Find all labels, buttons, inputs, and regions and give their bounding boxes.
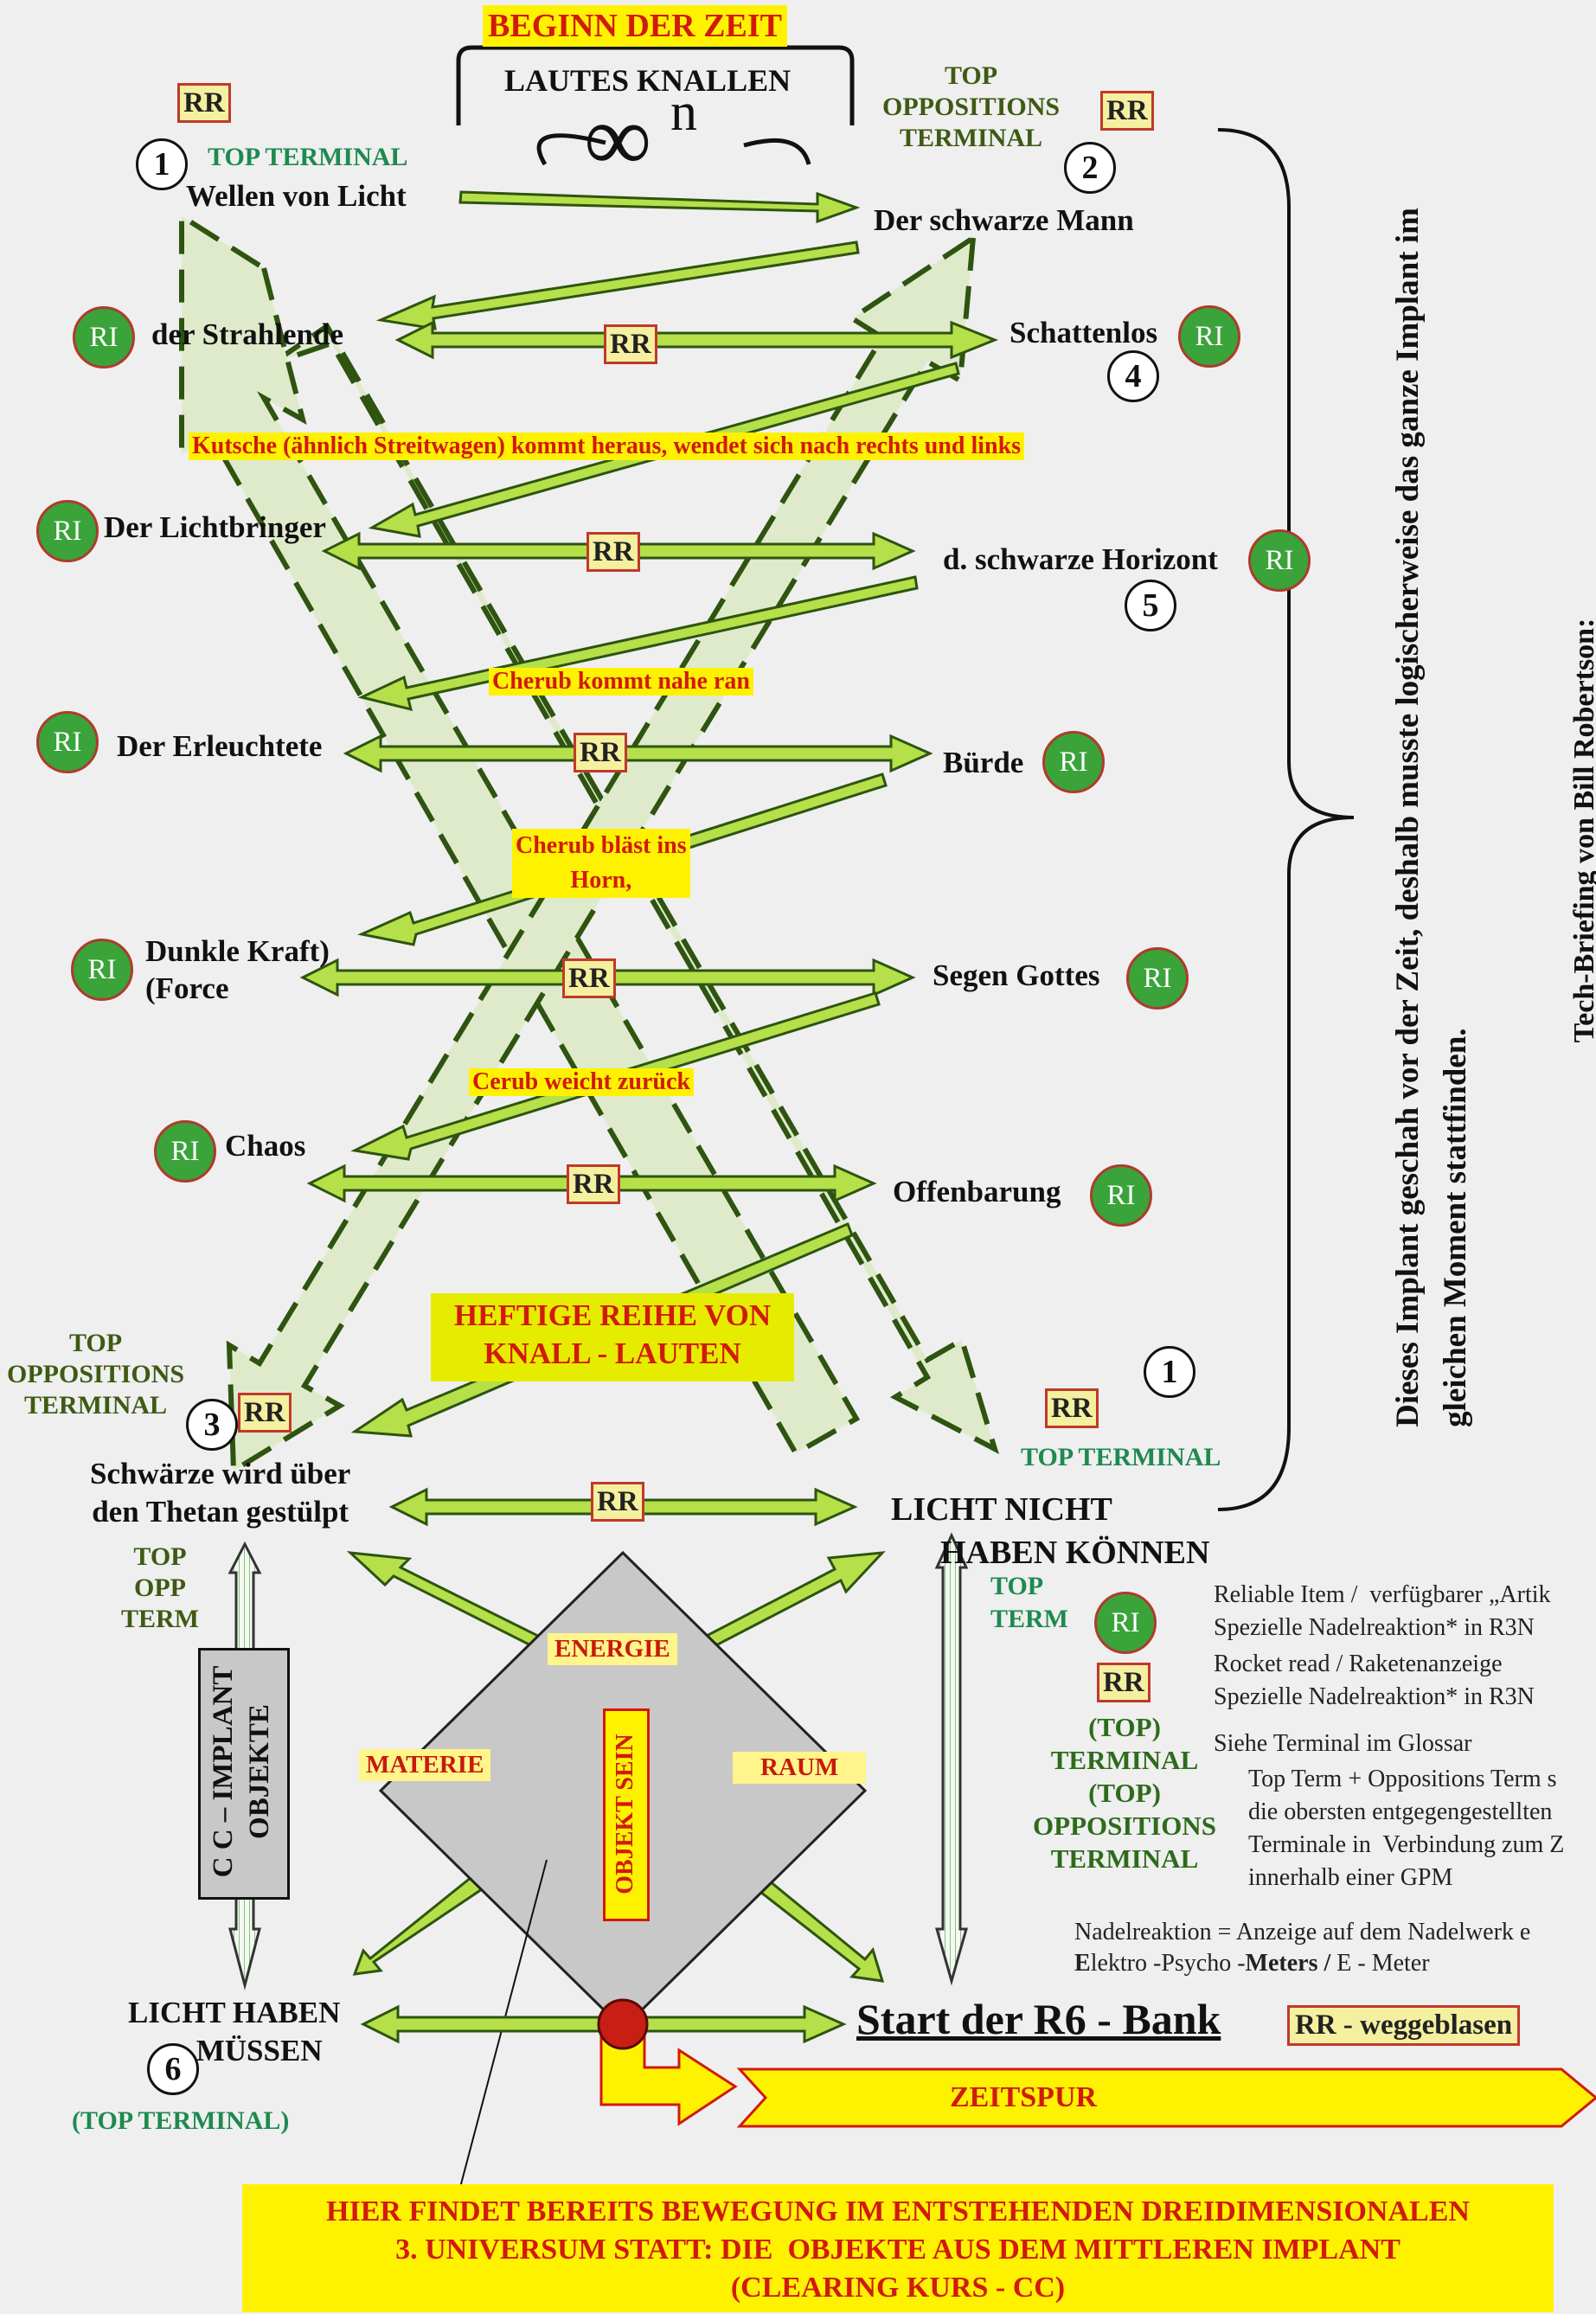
number-4: 4 [1107,350,1159,402]
legend-nadel-2: Elektro -Psycho -Meters / E - Meter [1074,1947,1430,1980]
nadel-bold-e: E [1074,1950,1091,1977]
label-der-schwarze-mann: Der schwarze Mann [874,203,1134,237]
right-brace [1217,128,1355,1511]
ri-badge-horizont: RI [1248,529,1311,592]
number-5: 5 [1125,580,1176,631]
number-6: 6 [147,2043,199,2095]
rr-badge-3: RR [238,1393,292,1433]
ri-badge-erleuchtete: RI [36,711,99,773]
ri-badge-segen: RI [1126,947,1189,1010]
bottom-note: HIER FINDET BEREITS BEWEGUNG IM ENTSTEHE… [242,2184,1554,2312]
number-1-bottom: 1 [1144,1346,1195,1398]
title: BEGINN DER ZEIT [483,5,787,47]
rr-badge-erleuchtete: RR [574,733,627,772]
ri-badge-strahlende: RI [73,306,135,369]
infinity-symbol: ∞ [584,86,652,191]
label-der-lichtbringer: Der Lichtbringer [104,510,326,544]
label-schattenlos: Schattenlos [1010,316,1158,349]
caption-cherub-blaest: Cherub bläst ins Horn, [512,829,690,898]
lautes-knallen: LAUTES KNALLEN [504,63,792,98]
rr-badge-middle: RR [591,1482,644,1522]
label-segen-gottes: Segen Gottes [933,958,1100,992]
ri-badge-lichtbringer: RI [36,500,99,562]
origin-dot [597,1998,649,2050]
rr-badge-lichtbringer: RR [586,532,640,572]
zeitspur-bend-arrow [599,2027,738,2126]
number-1-top: 1 [136,138,188,190]
zeitspur-label: ZEITSPUR [950,2081,1098,2113]
ri-badge-chaos: RI [154,1120,216,1183]
label-licht-nicht: LICHT NICHT HABEN KÖNNEN [891,1491,1210,1571]
rr-badge-1: RR [177,83,231,123]
legend-term-label: (TOP) TERMINAL (TOP) OPPOSITIONS TERMINA… [1033,1712,1216,1874]
legend-term-desc1: Siehe Terminal im Glossar [1214,1730,1472,1757]
rr-badge-dunkle: RR [562,958,616,998]
objekt-sein-box [603,1708,650,1921]
rr-badge-1b: RR [1045,1388,1099,1428]
zeitspur-bar [736,2067,1596,2128]
implant-box-label: C C – IMPLANT OBJEKTE [208,1665,275,1878]
number-2: 2 [1064,142,1116,194]
vertical-arrow-right [934,1532,969,1986]
nadel-text-2: E - Meter [1330,1950,1430,1977]
number-3: 3 [186,1399,238,1451]
start-r6-bank: Start der R6 - Bank [856,1995,1221,2043]
label-der-strahlende: der Strahlende [151,317,343,351]
top-terminal-1b: TOP TERMINAL [1021,1443,1221,1471]
top-bracket [456,45,855,125]
legend-nadel-1: Nadelreaktion = Anzeige auf dem Nadelwer… [1074,1919,1531,1945]
nadel-text-1: lektro -Psycho - [1090,1950,1246,1977]
legend-ri-badge: RI [1094,1592,1157,1654]
nadel-bold-meters: Meters / [1245,1950,1331,1977]
caption-heftige: HEFTIGE REIHE VON KNALL - LAUTEN [431,1293,794,1381]
big-diagonal-arrow-left-up [179,211,861,1458]
caption-cherub-nahe: Cherub kommt nahe ran [489,668,753,695]
label-offenbarung: Offenbarung [893,1175,1061,1208]
ri-badge-dunkle: RI [71,939,133,1001]
side-credit: Tech-Briefing von Bill Robertson: [1568,618,1596,1043]
ri-badge-buerde: RI [1042,731,1105,793]
legend-rr-desc: Rocket read / Raketenanzeige Spezielle N… [1214,1651,1535,1710]
top-term-label: TOP TERM [990,1572,1068,1633]
label-schwarze-horizont: d. schwarze Horizont [943,542,1218,576]
top-terminal-1: TOP TERMINAL [208,143,408,171]
vertical-note: Dieses Implant geschah vor der Zeit, des… [1390,208,1473,1427]
infinity-exponent: n [670,83,697,142]
label-licht-haben: LICHT HABEN MÜSSEN [128,1996,341,2067]
top-opp-terminal-3: TOP OPPOSITIONS TERMINAL [7,1329,185,1420]
ri-badge-schattenlos: RI [1178,305,1240,368]
rr-badge-strahlende: RR [604,324,657,364]
top-opp-term-label: TOP OPP TERM [121,1542,199,1633]
rr-badge-chaos: RR [567,1164,620,1204]
rr-weggeblasen: RR - weggeblasen [1287,2005,1521,2046]
legend-rr-badge: RR [1097,1663,1151,1702]
caption-kutsche: Kutsche (ähnlich Streitwagen) kommt hera… [189,433,1025,460]
label-schwaerze: Schwärze wird über den Thetan gestülpt [90,1457,351,1529]
label-der-erleuchtete: Der Erleuchtete [117,729,323,763]
implant-box [198,1648,290,1900]
label-wellen-von-licht: Wellen von Licht [186,179,407,213]
caption-cerub-weicht: Cerub weicht zurück [469,1068,694,1096]
diamond-materie: MATERIE [359,1749,491,1781]
top-opp-terminal-2: TOP OPPOSITIONS TERMINAL [882,61,1061,152]
diamond-raum: RAUM [733,1752,867,1784]
rr-badge-2: RR [1100,91,1154,131]
ri-badge-offenbarung: RI [1090,1164,1152,1227]
diamond-objekt-sein: OBJEKT SEIN [612,1734,638,1894]
label-chaos: Chaos [225,1129,306,1163]
legend-term-desc2: Top Term + Oppositions Term s die oberst… [1248,1766,1565,1891]
label-buerde: Bürde [943,746,1024,779]
legend-ri-desc: Reliable Item / verfügbarer „Artik Spezi… [1214,1581,1551,1641]
diamond-energie: ENERGIE [548,1633,677,1665]
top-terminal-6: (TOP TERMINAL) [72,2106,290,2135]
label-dunkle-kraft: Dunkle Kraft) (Force [145,934,330,1005]
